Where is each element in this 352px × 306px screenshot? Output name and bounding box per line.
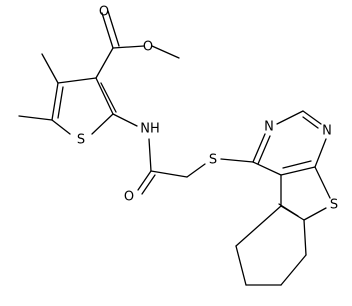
bond — [112, 45, 145, 49]
atom-n-pyrimidine-2: N — [322, 124, 332, 139]
svg-text:NH: NH — [140, 122, 160, 137]
svg-text:S: S — [209, 153, 217, 168]
atom-nh-amide: NH — [140, 122, 160, 137]
bond — [112, 113, 138, 127]
bond — [282, 160, 312, 169]
bond — [101, 12, 114, 49]
bond — [151, 45, 180, 59]
atom-o-ester-methoxy: O — [143, 40, 153, 55]
bond — [148, 138, 152, 172]
atom-labels: O O S NH O S N N S — [77, 5, 338, 213]
svg-text:O: O — [143, 40, 153, 55]
bond — [303, 207, 327, 221]
bond — [314, 166, 331, 199]
bond — [220, 158, 254, 163]
bond — [186, 163, 206, 178]
atom-s-thiophene-fused: S — [330, 198, 338, 213]
bond — [276, 110, 304, 125]
bond — [57, 77, 97, 84]
bond — [100, 82, 117, 113]
bond — [150, 170, 188, 178]
bond — [252, 161, 282, 176]
svg-text:O: O — [124, 190, 134, 205]
bond — [91, 113, 114, 135]
bond — [41, 53, 59, 84]
bond — [51, 82, 59, 121]
bond — [57, 86, 64, 119]
atom-s-thioether: S — [209, 153, 217, 168]
bond — [252, 133, 266, 163]
bond — [303, 219, 307, 256]
atom-s-thiophene: S — [77, 133, 85, 148]
atom-n-pyrimidine-1: N — [264, 120, 274, 135]
bond — [51, 119, 71, 135]
bond — [280, 166, 316, 176]
bond — [314, 138, 327, 168]
bond — [302, 110, 322, 125]
bond — [95, 77, 114, 115]
atom-o-ester-carbonyl: O — [99, 5, 109, 20]
bond — [235, 205, 282, 247]
svg-text:O: O — [99, 5, 109, 20]
atom-o-amide: O — [124, 190, 134, 205]
bond — [257, 135, 271, 165]
bond — [137, 170, 152, 191]
bond — [302, 116, 319, 129]
bond — [280, 254, 307, 286]
bond — [235, 245, 247, 286]
svg-text:S: S — [77, 133, 85, 148]
svg-text:S: S — [330, 198, 338, 213]
svg-text:N: N — [322, 124, 332, 139]
svg-text:N: N — [264, 120, 274, 135]
bond — [141, 174, 156, 195]
bond — [107, 10, 120, 47]
bond — [18, 115, 53, 121]
bonds — [18, 10, 331, 286]
bond — [95, 47, 114, 79]
bond — [278, 203, 299, 217]
